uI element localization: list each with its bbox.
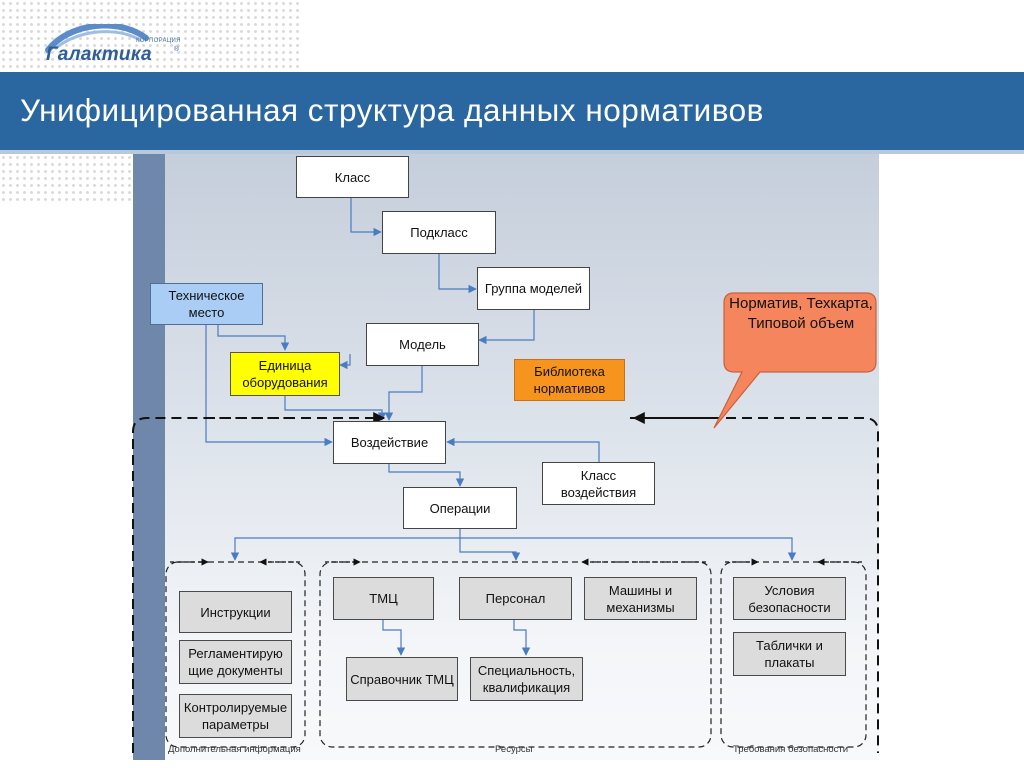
node-klass-vozdeystviya: Класс воздействия (542, 462, 655, 505)
connector-klassvozd-vozdeystvie (446, 437, 600, 462)
connector-operatsii-trebovaniya (460, 537, 797, 561)
connector-klass-podklass (350, 198, 382, 237)
node-klass: Класс (296, 156, 409, 198)
connector-tekhmesto-vozdeystvie (205, 325, 333, 447)
node-tablichki: Таблички и плакаты (733, 632, 846, 676)
logo-corp-label: КОРПОРАЦИЯ (136, 38, 181, 44)
node-tmts: ТМЦ (333, 577, 434, 620)
node-edinitsa-oborudovaniya: Единица оборудования (230, 352, 340, 396)
connector-model-vozdeystvie (384, 366, 423, 421)
diagram-left-strip (133, 154, 165, 760)
node-spravochnik-tmts: Справочник ТМЦ (346, 657, 458, 701)
connector-podklass-gruppa (438, 254, 477, 294)
node-personal: Персонал (459, 577, 572, 620)
node-instruktsii: Инструкции (179, 591, 292, 633)
node-gruppa-modeley: Группа моделей (477, 267, 590, 310)
connector-operatsii-resursy (459, 538, 521, 561)
callout-bubble (713, 292, 877, 429)
node-spetsialnost: Специальность, квалификация (470, 657, 583, 701)
node-biblioteka-normativov: Библиотека нормативов (514, 359, 625, 401)
connector-edinitsa-vozdeystvie (284, 396, 387, 421)
group-label-trebovaniya: Требования безопасности (733, 744, 849, 755)
galaktika-logo: КОРПОРАЦИЯ Галактика ® (40, 24, 200, 72)
node-tekhnicheskoe-mesto: Техническое место (150, 283, 263, 325)
group-frame-dop-info (165, 561, 306, 748)
page-title: Унифицированная структура данных нормати… (20, 92, 764, 128)
logo-name: Галактика (46, 44, 152, 65)
group-label-dop-info: Дополнительная информация (168, 744, 301, 755)
connector-operatsii-dopinfo (230, 529, 461, 561)
connector-personal-spetsialnost (513, 620, 531, 656)
logo-registered-mark: ® (174, 46, 180, 53)
callout-text: Норматив, Техкарта, Типовой объем (729, 295, 873, 332)
outer-dashed-frame-right (630, 417, 879, 753)
connector-tmts-spravochnik (382, 620, 406, 656)
node-usloviya-bezopasnosti: Условия безопасности (733, 577, 846, 620)
outer-dashed-frame-left (132, 417, 295, 753)
node-podklass: Подкласс (382, 211, 496, 254)
connector-tekhmesto-edinitsa (217, 325, 290, 351)
connector-vozdeystvie-operatsii (388, 464, 465, 487)
node-reglament-docs: Регламентирую щие документы (179, 640, 292, 684)
group-frame-trebovaniya (720, 561, 867, 748)
node-model: Модель (366, 323, 479, 366)
group-frame-resursy (319, 561, 712, 748)
node-mashiny: Машины и механизмы (584, 577, 697, 620)
node-kontrol-params: Контролируемые параметры (179, 694, 292, 738)
title-bar: Унифицированная структура данных нормати… (0, 72, 1024, 154)
group-label-resursy: Ресурсы (495, 744, 533, 755)
connector-gruppa-model (478, 310, 535, 345)
node-vozdeystvie: Воздействие (333, 421, 446, 464)
logo-swoosh-icon (45, 24, 149, 53)
node-operatsii: Операции (403, 487, 517, 529)
connector-model-edinitsa (339, 354, 351, 370)
